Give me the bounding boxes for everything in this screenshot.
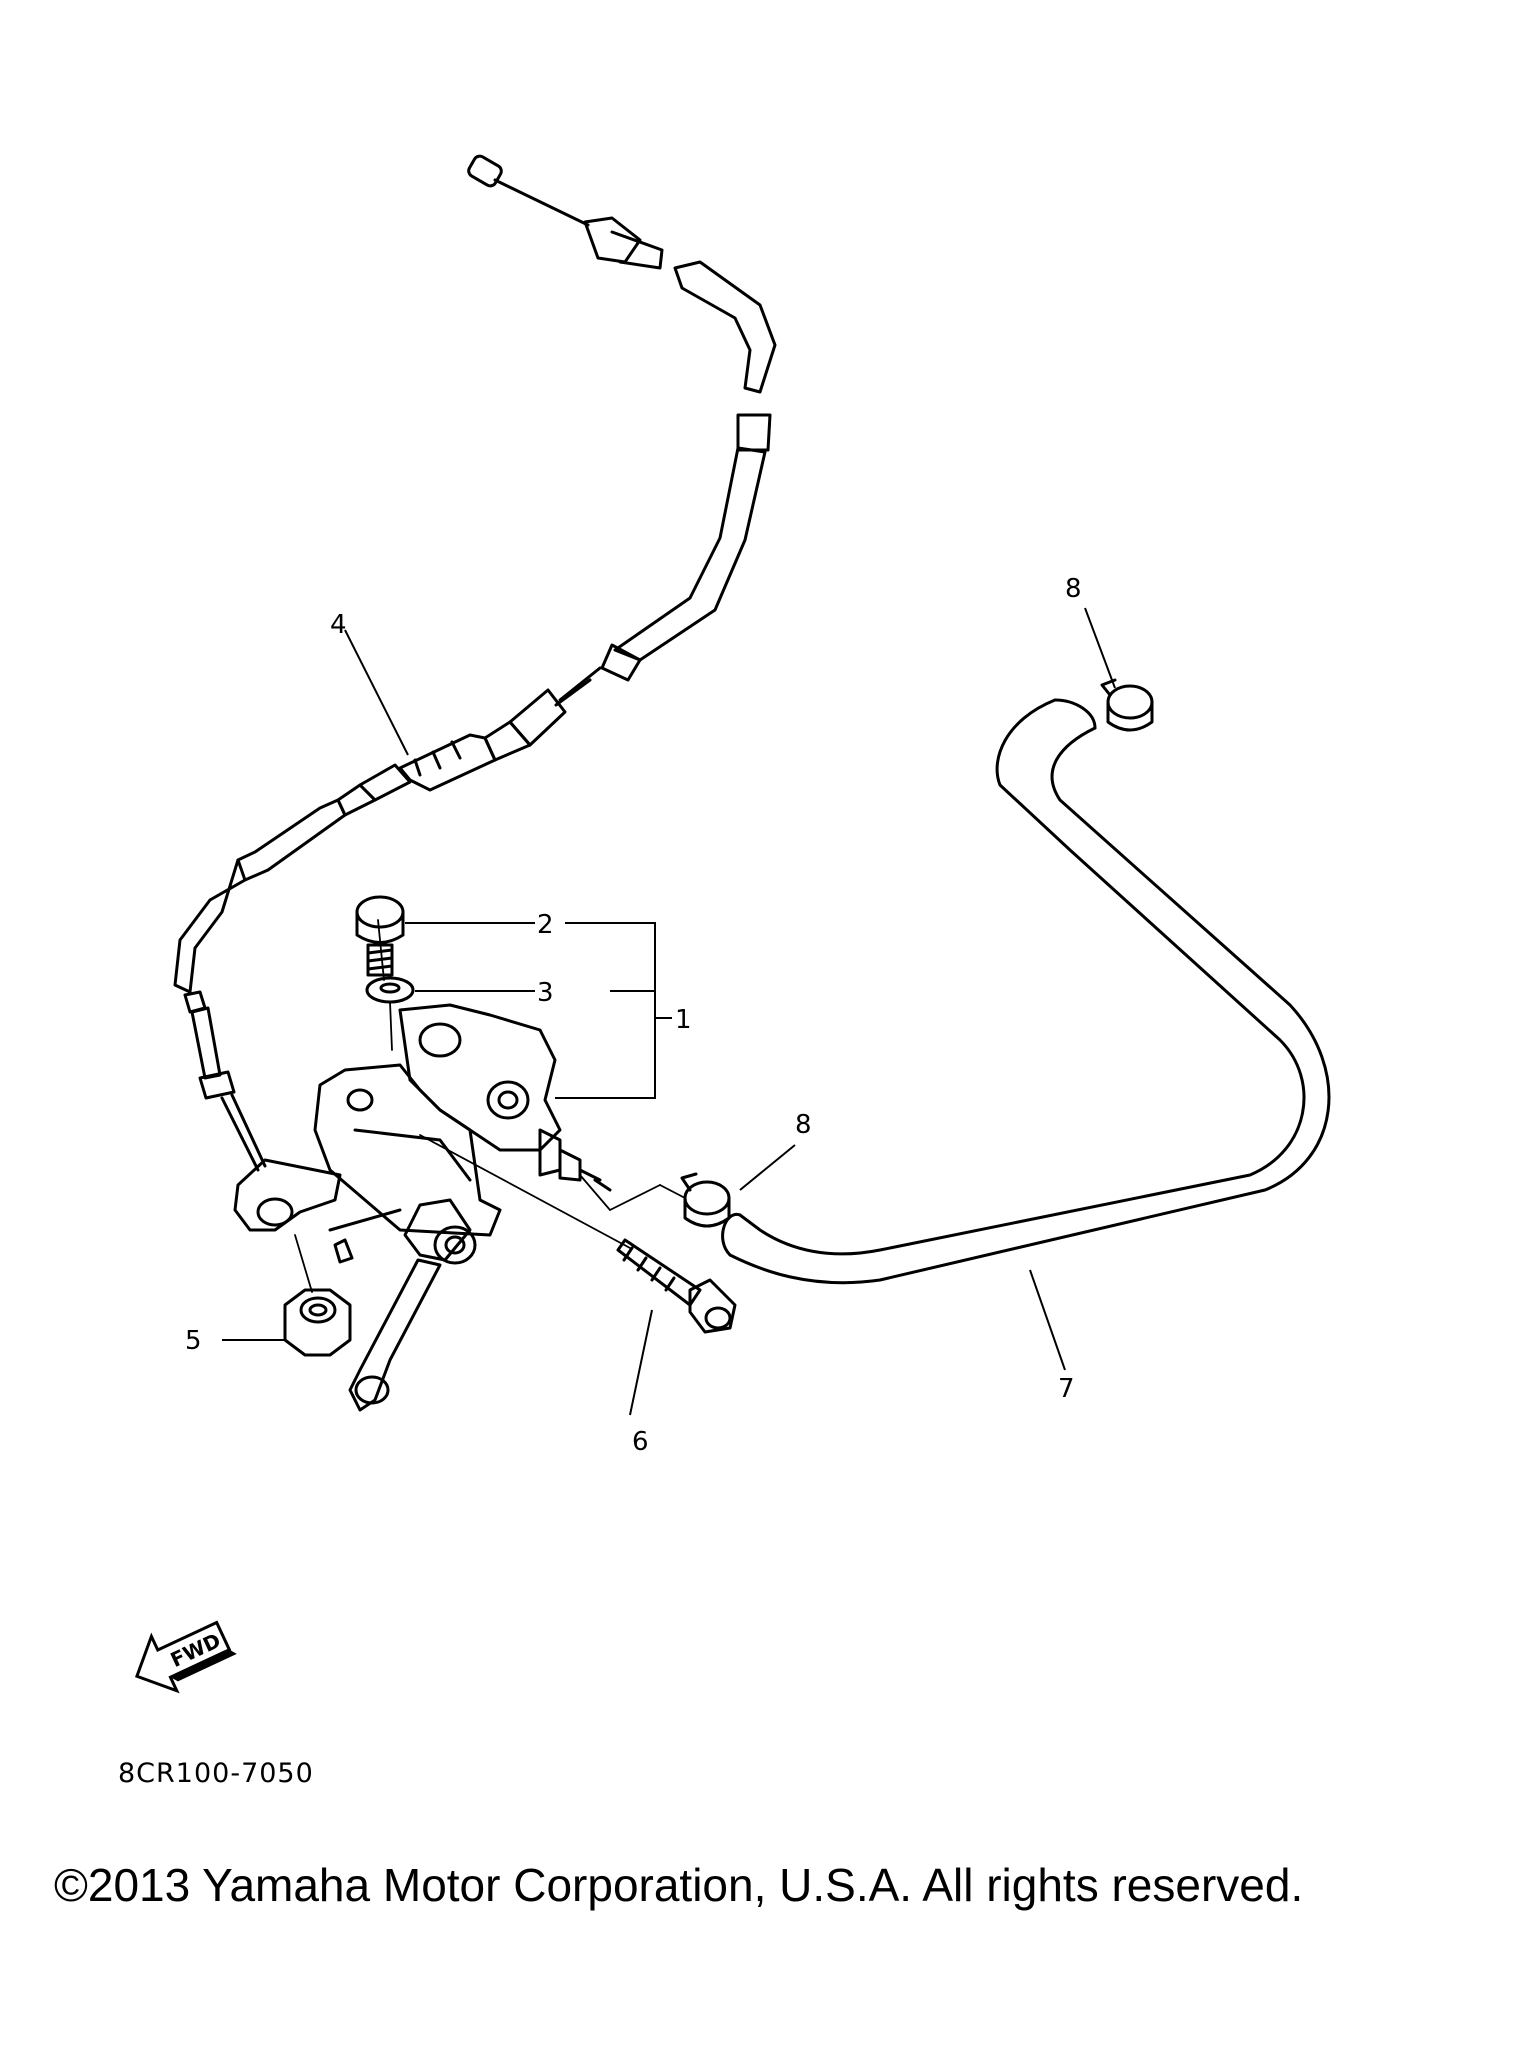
callout-8-lower: 8 [795, 1110, 812, 1140]
connection-lines [294, 919, 686, 1293]
callouts: 8 4 2 3 1 8 5 6 7 [185, 574, 1082, 1457]
washer-part [365, 976, 415, 1004]
callout-3: 3 [537, 978, 554, 1008]
callout-2: 2 [537, 910, 554, 940]
nut-part [283, 1288, 352, 1357]
callout-1: 1 [675, 1005, 692, 1035]
clip-upper [1100, 678, 1154, 732]
callout-6: 6 [632, 1427, 649, 1457]
diagram-ref-number: 8CR100-7050 [118, 1758, 314, 1789]
oil-hose [721, 698, 1331, 1285]
bolt-part [355, 895, 405, 977]
copyright-notice: ©2013 Yamaha Motor Corporation, U.S.A. A… [54, 1859, 1304, 1911]
clip-lower [680, 1172, 731, 1228]
callout-4: 4 [330, 610, 347, 640]
callout-5: 5 [185, 1326, 202, 1356]
callout-7: 7 [1058, 1374, 1075, 1404]
oil-pump-assembly [233, 1003, 612, 1412]
throttle-cable [173, 154, 777, 1172]
leader-lines [222, 607, 1116, 1416]
callout-8-upper: 8 [1065, 574, 1082, 604]
fwd-arrow-icon: FWD [134, 1620, 237, 1694]
long-bolt-part [616, 1238, 737, 1334]
